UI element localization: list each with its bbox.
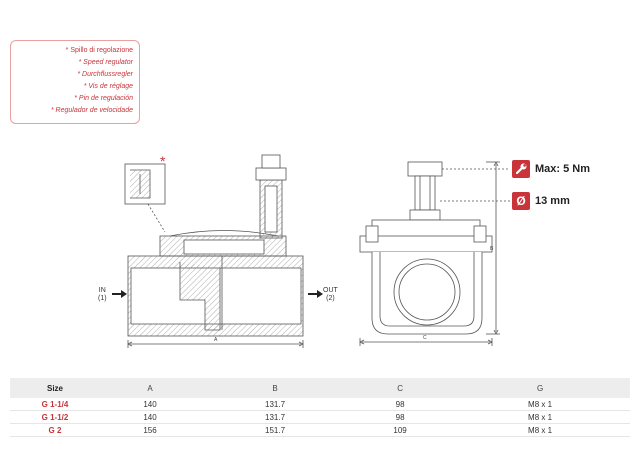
- header-a: A: [100, 378, 201, 398]
- legend-line-fr: * Vis de réglage: [83, 83, 133, 90]
- cell-a: 140: [100, 410, 201, 424]
- max-torque-value: Max: 5 Nm: [535, 163, 591, 175]
- legend-line-pt: * Regulador de velocidade: [50, 107, 133, 114]
- cell-size: G 2: [10, 423, 100, 437]
- flow-out-text: OUT: [323, 287, 338, 294]
- legend-line-it: * Spillo di regolazione: [65, 47, 133, 54]
- cell-g: M8 x 1: [450, 398, 630, 411]
- wrench-icon: [512, 160, 530, 178]
- table-header-row: Size A B C G: [10, 378, 630, 398]
- cell-b: 151.7: [200, 423, 351, 437]
- legend-line-en: * Speed regulator: [78, 59, 133, 66]
- valve-section-view: [112, 154, 323, 348]
- cell-a: 140: [100, 398, 201, 411]
- cell-size: G 1-1/2: [10, 410, 100, 424]
- speed-regulator-legend: * Spillo di regolazione * Speed regulato…: [10, 40, 140, 124]
- diameter-symbol: Ø: [516, 194, 526, 208]
- cell-g: M8 x 1: [450, 423, 630, 437]
- cell-g: M8 x 1: [450, 410, 630, 424]
- header-g: G: [450, 378, 630, 398]
- table-row: G 2 156 151.7 109 M8 x 1: [10, 423, 630, 437]
- header-b: B: [200, 378, 351, 398]
- cell-a: 156: [100, 423, 201, 437]
- valve-technical-drawing: * A B C: [112, 153, 510, 348]
- valve-front-view: [359, 161, 510, 346]
- flow-in-text: IN: [98, 287, 106, 294]
- cell-c: 109: [350, 423, 451, 437]
- flow-in-label: IN (1): [98, 287, 107, 303]
- dimension-b-label: B: [490, 246, 494, 252]
- dimension-a-label: A: [214, 337, 218, 343]
- regulator-asterisk: *: [160, 153, 166, 169]
- cell-b: 131.7: [200, 410, 351, 424]
- flow-out-label: OUT (2): [323, 287, 338, 303]
- dimensions-table: Size A B C G G 1-1/4 140 131.7 98 M8 x 1…: [10, 378, 630, 437]
- diameter-spec: Ø 13 mm: [512, 192, 570, 210]
- legend-line-es: * Pin de regulación: [74, 95, 133, 102]
- header-c: C: [350, 378, 451, 398]
- max-torque-spec: Max: 5 Nm: [512, 160, 590, 178]
- flow-out-port: (2): [326, 295, 335, 302]
- header-size: Size: [10, 378, 100, 398]
- table-row: G 1-1/4 140 131.7 98 M8 x 1: [10, 398, 630, 411]
- dimension-c-label: C: [423, 335, 427, 341]
- legend-line-de: * Durchflussregler: [77, 71, 133, 78]
- cell-c: 98: [350, 398, 451, 411]
- cell-c: 98: [350, 410, 451, 424]
- flow-in-port: (1): [98, 295, 107, 302]
- cell-size: G 1-1/4: [10, 398, 100, 411]
- diameter-value: 13 mm: [535, 195, 570, 207]
- diameter-icon: Ø: [512, 192, 530, 210]
- cell-b: 131.7: [200, 398, 351, 411]
- table-row: G 1-1/2 140 131.7 98 M8 x 1: [10, 410, 630, 424]
